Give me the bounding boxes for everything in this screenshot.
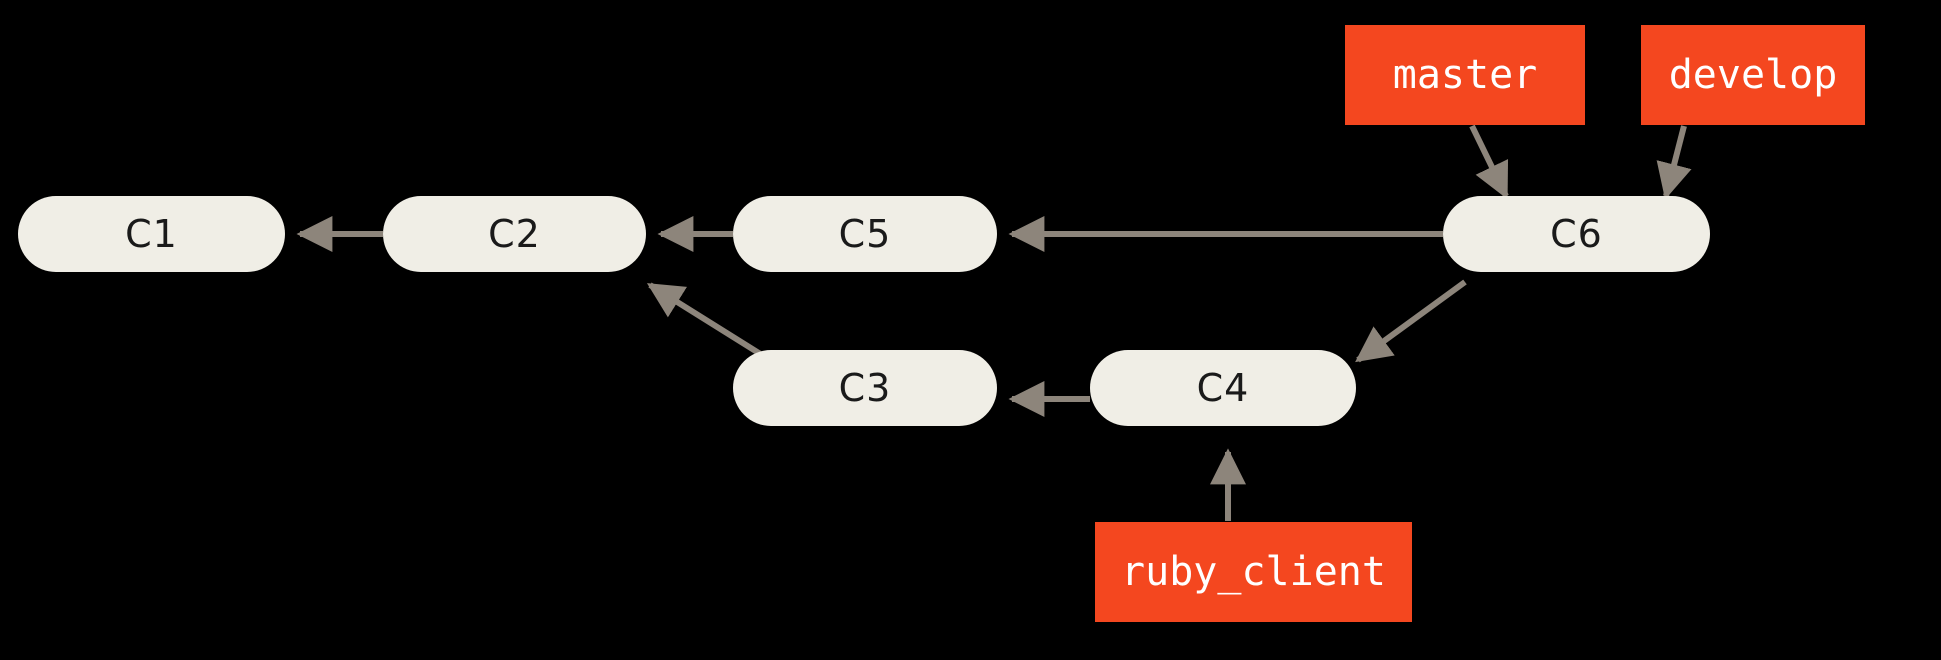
branch-label-master-text: master xyxy=(1392,52,1538,98)
commit-label-c2: C2 xyxy=(488,212,541,256)
commit-node-c1[interactable]: C1 xyxy=(18,196,285,272)
branch-label-ruby-client-text: ruby_client xyxy=(1121,549,1386,595)
commit-label-c3: C3 xyxy=(838,366,892,410)
commit-label-c1: C1 xyxy=(125,212,178,256)
commit-node-c6[interactable]: C6 xyxy=(1443,196,1710,272)
commit-node-c4[interactable]: C4 xyxy=(1090,350,1356,426)
branch-label-develop-text: develop xyxy=(1668,52,1838,98)
commit-label-c5: C5 xyxy=(838,212,892,256)
edge-c3-to-c2 xyxy=(646,282,764,358)
branch-label-develop[interactable]: develop xyxy=(1641,25,1865,125)
commit-node-c3[interactable]: C3 xyxy=(733,350,997,426)
branch-label-ruby-client[interactable]: ruby_client xyxy=(1095,522,1412,622)
commit-label-c4: C4 xyxy=(1196,366,1250,410)
edge-develop-to-c6 xyxy=(1656,125,1692,200)
commit-node-c5[interactable]: C5 xyxy=(733,196,997,272)
edge-c6-to-c4 xyxy=(1355,279,1467,363)
edge-master-to-c6 xyxy=(1469,124,1509,200)
commit-label-c6: C6 xyxy=(1550,212,1603,256)
commit-node-c2[interactable]: C2 xyxy=(383,196,646,272)
branch-label-master[interactable]: master xyxy=(1345,25,1585,125)
